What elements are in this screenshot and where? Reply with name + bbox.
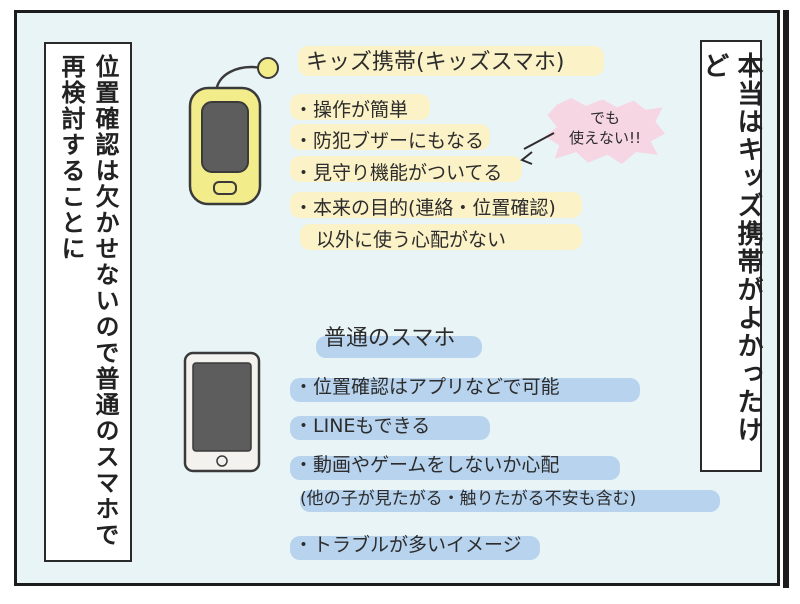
kids-bullet-1: ・操作が簡単	[294, 99, 409, 121]
normal-bullet-3-continued: (他の子が見たがる・触りたがる不安も含む)	[300, 489, 637, 509]
normal-bullet-2: ・LINEもできる	[294, 415, 431, 437]
panel-shadow-edge	[783, 10, 789, 588]
kids-phone-illustration	[188, 57, 279, 206]
normal-bullet-3: ・動画やゲームをしないか心配	[294, 454, 560, 476]
kids-phone-title: キッズ携帯(キッズスマホ)	[306, 50, 565, 75]
normal-bullet-1: ・位置確認はアプリなどで可能	[294, 376, 560, 398]
kids-bullet-4: ・本来の目的(連絡・位置確認)	[294, 197, 556, 219]
normal-bullet-highlight	[290, 536, 540, 560]
normal-bullet-highlight	[290, 378, 640, 402]
kids-bullet-highlight	[290, 156, 522, 182]
left-caption-text: 位置確認は欠かせないので普通のスマホで再検討することに	[57, 54, 119, 548]
normal-bullet-highlight	[290, 416, 490, 440]
speech-bubble-text: でも 使えない!!	[560, 108, 650, 148]
kids-bullet-3: ・見守り機能がついてる	[294, 162, 503, 184]
kids-title-highlight	[298, 46, 604, 76]
smartphone-illustration	[183, 351, 261, 473]
kids-bullet-highlight	[300, 224, 582, 250]
bubble-line-2: 使えない!!	[568, 129, 642, 147]
kids-bullet-2: ・防犯ブザーにもなる	[294, 130, 485, 152]
arrow-head-icon	[520, 151, 533, 165]
left-caption-box: 位置確認は欠かせないので普通のスマホで再検討することに	[44, 42, 132, 562]
normal-phone-title: 普通のスマホ	[324, 326, 456, 351]
normal-bullet-highlight	[290, 456, 620, 480]
kids-bullet-highlight	[290, 94, 430, 120]
kids-bullet-highlight	[290, 124, 490, 150]
normal-bullet-highlight	[300, 490, 720, 512]
normal-title-highlight	[316, 336, 482, 358]
bubble-line-1: でも	[589, 109, 620, 127]
right-caption-box: 本当はキッズ携帯がよかったけど	[699, 40, 763, 472]
kids-bullet-4-continued: 以外に使う心配がない	[316, 229, 507, 251]
kids-bullet-highlight	[290, 192, 582, 218]
right-caption-text: 本当はキッズ携帯がよかったけど	[699, 52, 763, 444]
normal-bullet-4: ・トラブルが多いイメージ	[294, 534, 522, 556]
